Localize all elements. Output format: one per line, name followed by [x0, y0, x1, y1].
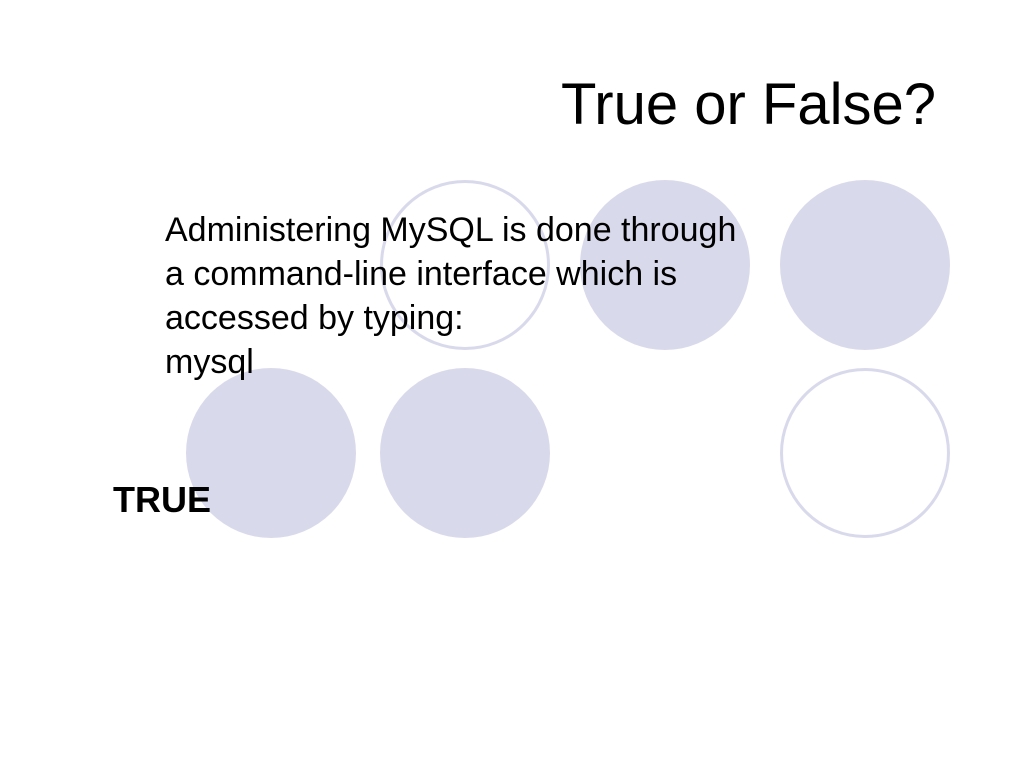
question-text: Administering MySQL is done through a co… [165, 208, 865, 384]
decorative-circle-filled [780, 180, 950, 350]
question-line: mysql [165, 343, 254, 381]
decorative-circle-filled [186, 368, 356, 538]
slide-title: True or False? [561, 72, 936, 137]
decorative-circle-outline [780, 368, 950, 538]
decorative-circle-filled [380, 368, 550, 538]
question-line: Administering MySQL is done through [165, 211, 737, 249]
answer-text: TRUE [113, 479, 211, 520]
question-line: a command-line interface which is [165, 255, 678, 293]
decorative-circle-outline [380, 180, 550, 350]
question-line: accessed by typing: [165, 299, 464, 337]
decorative-circle-filled [580, 180, 750, 350]
